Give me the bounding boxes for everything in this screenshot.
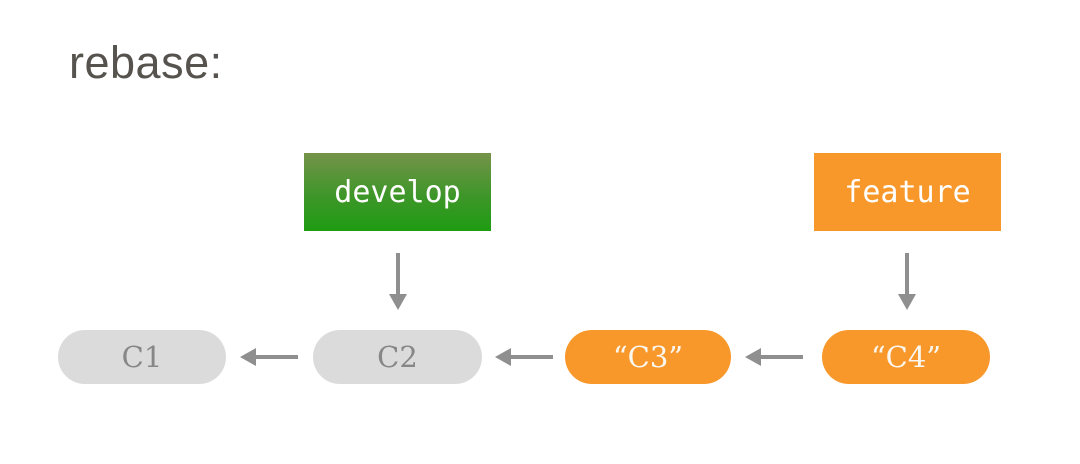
arrow-feature-to-c4: [898, 253, 916, 310]
arrow-c2-to-c1: [240, 348, 298, 366]
arrow-stem: [508, 355, 553, 359]
arrow-develop-to-c2: [389, 253, 407, 310]
arrow-c4-to-c3: [745, 348, 803, 366]
arrow-head-left-icon: [240, 348, 256, 366]
arrow-stem: [396, 253, 400, 297]
arrow-stem: [905, 253, 909, 297]
commit-node-c2: C2: [313, 330, 482, 384]
arrow-head-left-icon: [495, 348, 511, 366]
branch-label-feature: feature: [814, 153, 1001, 231]
arrow-head-down-icon: [389, 294, 407, 310]
arrow-head-down-icon: [898, 294, 916, 310]
arrow-stem: [758, 355, 803, 359]
commit-node-c3: “C3”: [565, 330, 731, 384]
diagram-title: rebase:: [69, 37, 223, 88]
arrow-head-left-icon: [745, 348, 761, 366]
commit-node-c4: “C4”: [822, 330, 990, 384]
arrow-c3-to-c2: [495, 348, 553, 366]
commit-node-c1: C1: [58, 330, 226, 384]
branch-label-develop: develop: [304, 153, 491, 231]
arrow-stem: [253, 355, 298, 359]
